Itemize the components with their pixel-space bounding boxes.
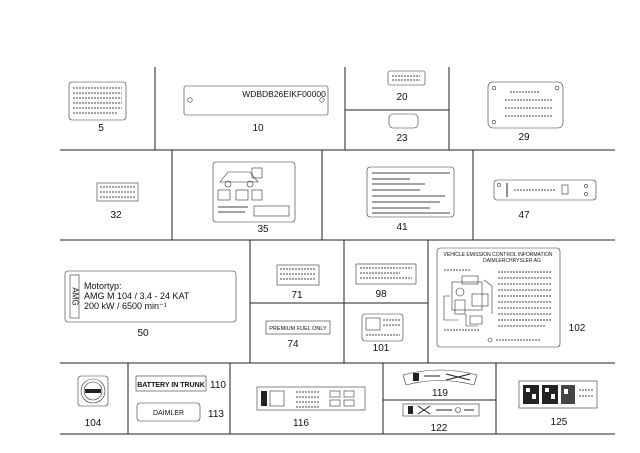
engine-type-heading: Motortyp: <box>84 281 122 291</box>
emission-title: VEHICLE EMISSION CONTROL INFORMATION <box>444 252 553 258</box>
part-10-number: 10 <box>252 123 264 134</box>
emission-subtitle: DAIMLERCHRYSLER AG <box>483 258 541 264</box>
part-35-number: 35 <box>257 224 269 235</box>
part-101-label[interactable] <box>361 313 404 342</box>
part-102-emission-label[interactable]: VEHICLE EMISSION CONTROL INFORMATION DAI… <box>436 247 561 348</box>
part-41-number: 41 <box>396 222 408 233</box>
battery-in-trunk-text: BATTERY IN TRUNK <box>137 382 205 389</box>
part-119-curved-label[interactable] <box>402 369 478 386</box>
part-122-strip-label[interactable] <box>402 403 480 417</box>
part-101-number: 101 <box>373 343 390 354</box>
part-113-number: 113 <box>208 409 224 420</box>
part-35-tyre-pressure-label[interactable] <box>212 161 296 223</box>
part-32-label[interactable] <box>96 182 139 202</box>
grid-lines <box>60 67 615 435</box>
part-74-number: 74 <box>287 339 299 350</box>
part-102-number: 102 <box>569 323 586 334</box>
part-74-fuel-label[interactable]: PREMIUM FUEL ONLY <box>265 320 331 335</box>
part-110-number: 110 <box>210 380 226 391</box>
part-122-number: 122 <box>431 423 448 434</box>
part-98-number: 98 <box>375 289 387 300</box>
amg-logo: AMG <box>70 287 79 305</box>
part-98-label[interactable] <box>355 263 417 285</box>
part-104-number: 104 <box>85 418 102 429</box>
part-119-number: 119 <box>432 388 448 399</box>
part-20-number: 20 <box>396 92 408 103</box>
part-104-cap[interactable] <box>77 375 109 407</box>
part-50-engine-plate[interactable]: AMG Motortyp: AMG M 104 / 3.4 - 24 KAT 2… <box>64 270 237 323</box>
part-113-daimler-label[interactable]: DAIMLER <box>136 402 201 422</box>
part-71-label[interactable] <box>276 264 320 286</box>
part-116-number: 116 <box>293 418 309 429</box>
part-29-number: 29 <box>518 132 530 143</box>
part-47-strip-label[interactable] <box>493 179 597 201</box>
part-5-number: 5 <box>98 123 104 134</box>
part-47-number: 47 <box>518 210 530 221</box>
part-32-number: 32 <box>110 210 122 221</box>
part-71-number: 71 <box>291 290 303 301</box>
daimler-text: DAIMLER <box>153 410 184 417</box>
part-116-info-label[interactable] <box>256 386 366 411</box>
part-50-number: 50 <box>137 328 149 339</box>
part-125-qr-label[interactable] <box>518 380 598 409</box>
engine-output: 200 kW / 6500 min⁻¹ <box>84 301 167 311</box>
part-20-label[interactable] <box>387 70 426 86</box>
part-23-label[interactable] <box>388 113 419 129</box>
part-5-label[interactable] <box>68 81 127 121</box>
engine-model: AMG M 104 / 3.4 - 24 KAT <box>84 291 190 301</box>
part-41-label[interactable] <box>366 166 455 218</box>
part-125-number: 125 <box>551 417 568 428</box>
part-29-plate[interactable] <box>487 81 564 129</box>
part-23-number: 23 <box>396 133 408 144</box>
part-10-vin-plate[interactable]: WDBDB26EIKF00000 <box>183 85 329 116</box>
vin-text: WDBDB26EIKF00000 <box>242 89 326 99</box>
part-110-battery-label[interactable]: BATTERY IN TRUNK <box>135 375 207 392</box>
premium-fuel-text: PREMIUM FUEL ONLY <box>269 326 327 332</box>
